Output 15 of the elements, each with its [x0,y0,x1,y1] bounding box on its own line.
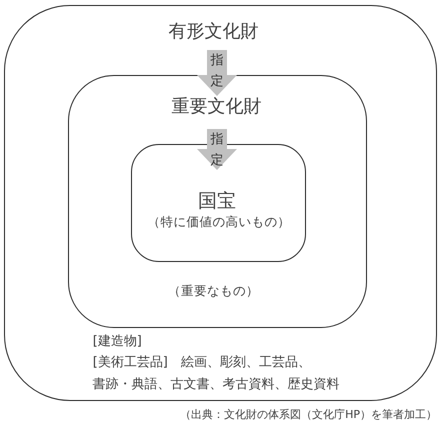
caption: （出典：文化財の体系図（文化庁HP）を筆者加工） [180,407,437,423]
category-item: [建造物] [92,332,142,351]
category-title: 重要文化財 [171,95,262,120]
block-arrow [197,129,237,170]
category-title: 国宝 [198,189,236,214]
block-arrow [197,50,237,96]
category-title: 有形文化財 [168,20,259,44]
rounded-box [131,144,306,262]
edge-label: 指定 [210,131,224,170]
rounded-box [4,5,437,401]
category-note: （特に価値の高いもの） [148,213,291,232]
category-list: [美術工芸品] 絵画、彫刻、工芸品、書跡・典語、古文書、考古資料、歴史資料 [92,352,342,396]
edge-label: 指定 [210,52,224,91]
category-note: （重要なもの） [168,282,259,300]
rounded-box [68,74,367,328]
